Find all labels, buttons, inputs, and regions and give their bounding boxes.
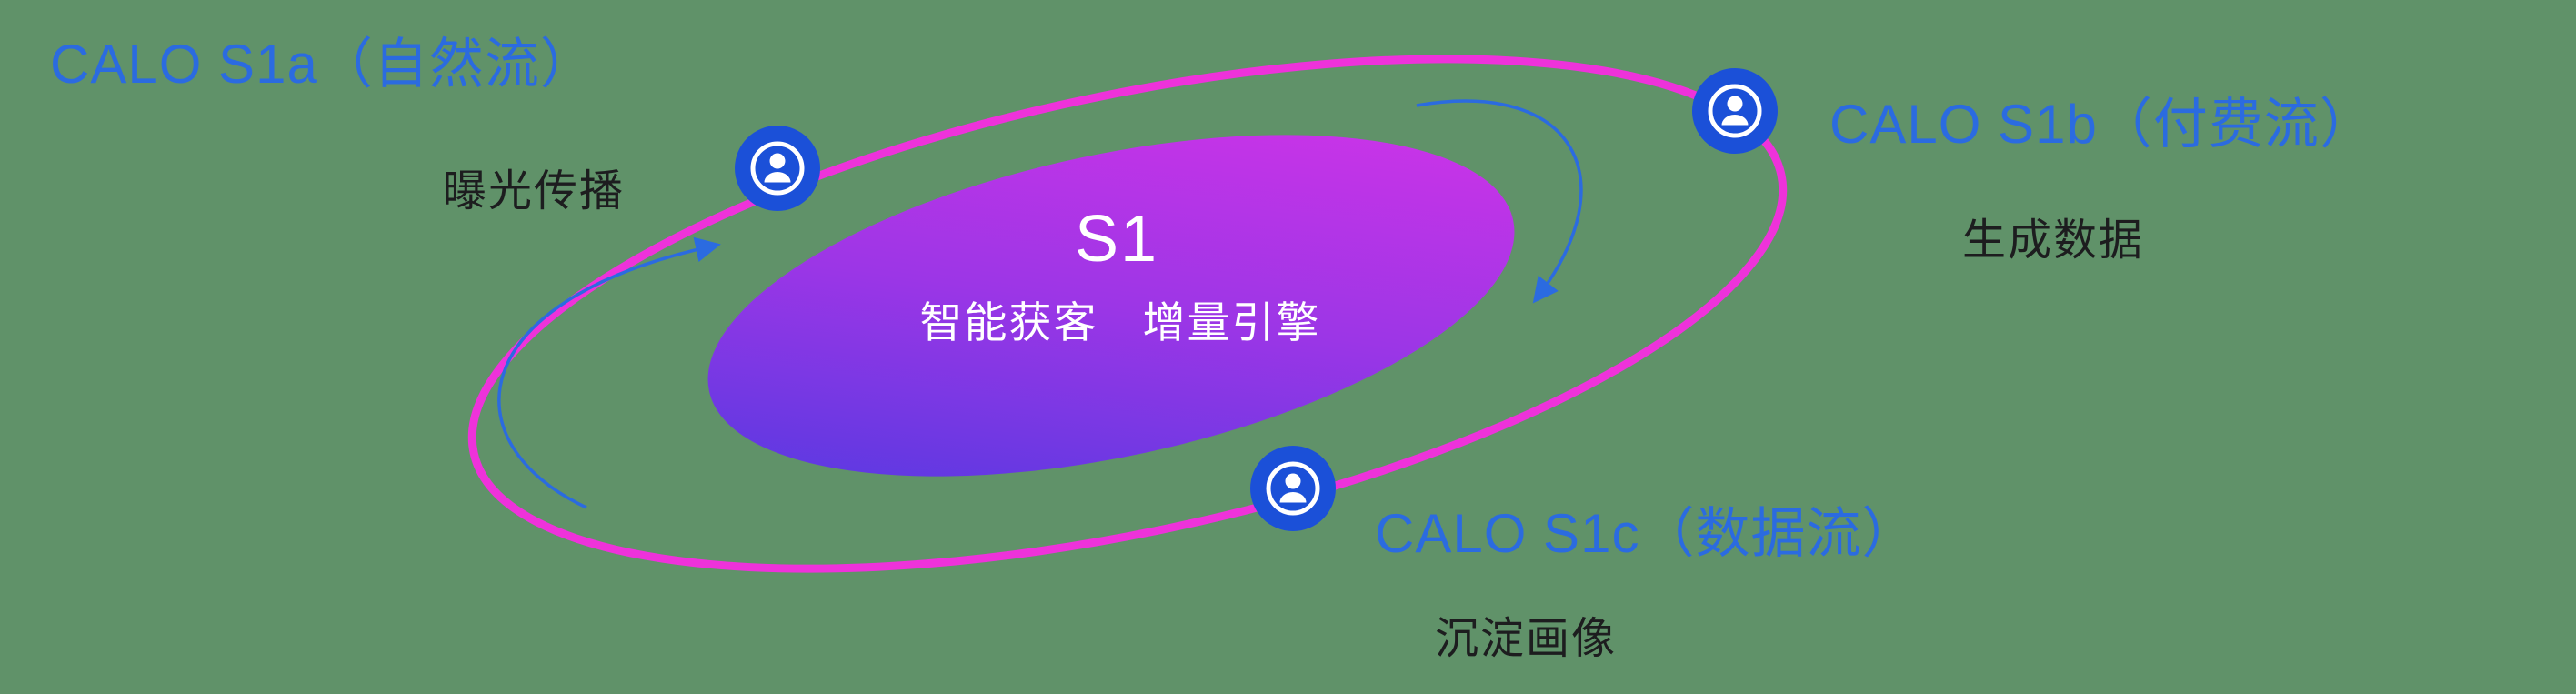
person-icon xyxy=(1692,68,1778,154)
person-icon xyxy=(735,126,820,211)
label-s1a-subtitle: 曝光传播 xyxy=(443,167,626,216)
flow-arrow-right xyxy=(1416,99,1583,304)
label-s1c-subtitle: 沉淀画像 xyxy=(1435,615,1618,663)
flow-arrow-left xyxy=(497,236,721,509)
label-s1b-title: CALO S1b（付费流） xyxy=(1829,94,2375,155)
label-s1b-subtitle: 生成数据 xyxy=(1962,216,2145,265)
label-s1a-title: CALO S1a（自然流） xyxy=(50,34,596,95)
orbit-ellipse xyxy=(467,55,1788,573)
node-s1b xyxy=(1692,68,1778,154)
core-ellipse xyxy=(707,135,1515,477)
core-title: S1 xyxy=(1074,203,1159,276)
person-icon xyxy=(1250,446,1336,531)
node-s1c xyxy=(1250,446,1336,531)
core-subtitle: 智能获客 增量引擎 xyxy=(919,298,1321,347)
label-s1c-title: CALO S1c（数据流） xyxy=(1375,503,1918,564)
node-s1a xyxy=(735,126,820,211)
